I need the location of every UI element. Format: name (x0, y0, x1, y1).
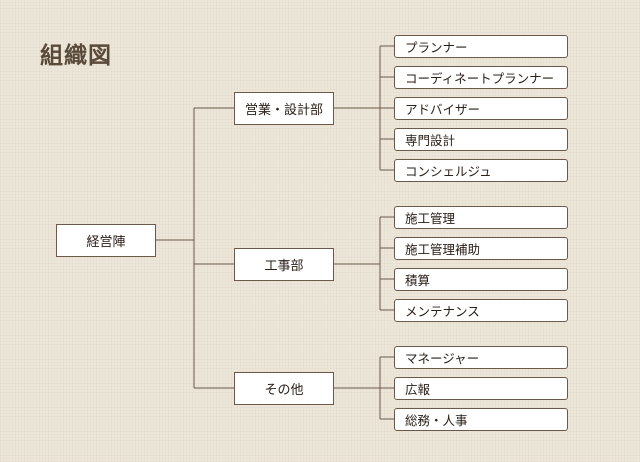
role-node: 施工管理 (394, 206, 568, 229)
role-node: コンシェルジュ (394, 159, 568, 182)
role-node: コーディネートプランナー (394, 66, 568, 89)
role-node: 広報 (394, 377, 568, 400)
role-node: アドバイザー (394, 97, 568, 120)
department-node: その他 (234, 372, 334, 405)
department-node: 工事部 (234, 248, 334, 281)
page-title: 組織図 (40, 43, 112, 69)
role-node: 施工管理補助 (394, 237, 568, 260)
role-node: 専門設計 (394, 128, 568, 151)
role-node: メンテナンス (394, 299, 568, 322)
role-node: 総務・人事 (394, 408, 568, 431)
role-node: マネージャー (394, 346, 568, 369)
role-node: 積算 (394, 268, 568, 291)
root-node: 経営陣 (56, 224, 156, 257)
department-node: 営業・設計部 (234, 92, 334, 125)
role-node: プランナー (394, 35, 568, 58)
